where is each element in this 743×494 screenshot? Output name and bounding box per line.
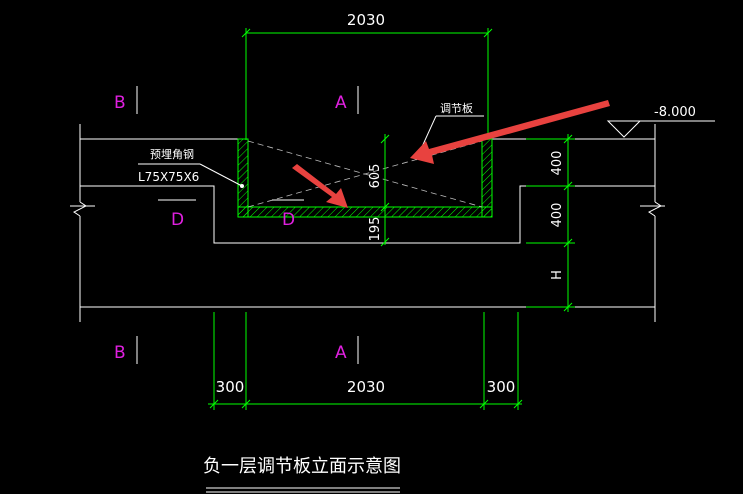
section-ticks <box>136 86 359 364</box>
dimension-lines <box>208 28 575 410</box>
elevation-value: -8.000 <box>654 105 696 120</box>
section-d-left: D <box>171 210 184 230</box>
right-lower-dim: 400 <box>550 203 565 228</box>
red-arrow-lower <box>292 164 348 208</box>
red-arrow-upper <box>410 100 610 164</box>
drawing-title: 负一层调节板立面示意图 <box>203 456 401 477</box>
lower-height-dim: 195 <box>368 217 383 242</box>
plate-label: 调节板 <box>440 101 473 115</box>
adjusting-plate-pit <box>237 138 493 218</box>
section-a-top: A <box>335 93 347 113</box>
top-width-dim: 2030 <box>347 11 385 29</box>
angle-steel-spec: L75X75X6 <box>138 170 199 184</box>
title-underline <box>206 487 400 493</box>
angle-steel-name: 预埋角钢 <box>150 148 194 161</box>
inner-height-dim: 605 <box>368 164 383 189</box>
right-h-dim: H <box>550 270 565 280</box>
section-d-mid: D <box>282 210 295 230</box>
annotation-arrows <box>292 100 610 208</box>
section-b-top: B <box>114 93 126 113</box>
bottom-mid-dim: 2030 <box>347 378 385 396</box>
section-b-bottom: B <box>114 343 126 363</box>
section-a-bottom: A <box>335 343 347 363</box>
right-upper-dim: 400 <box>550 151 565 176</box>
bottom-right-dim: 300 <box>487 378 516 396</box>
elevation-symbol <box>606 120 715 138</box>
bottom-left-dim: 300 <box>216 378 245 396</box>
